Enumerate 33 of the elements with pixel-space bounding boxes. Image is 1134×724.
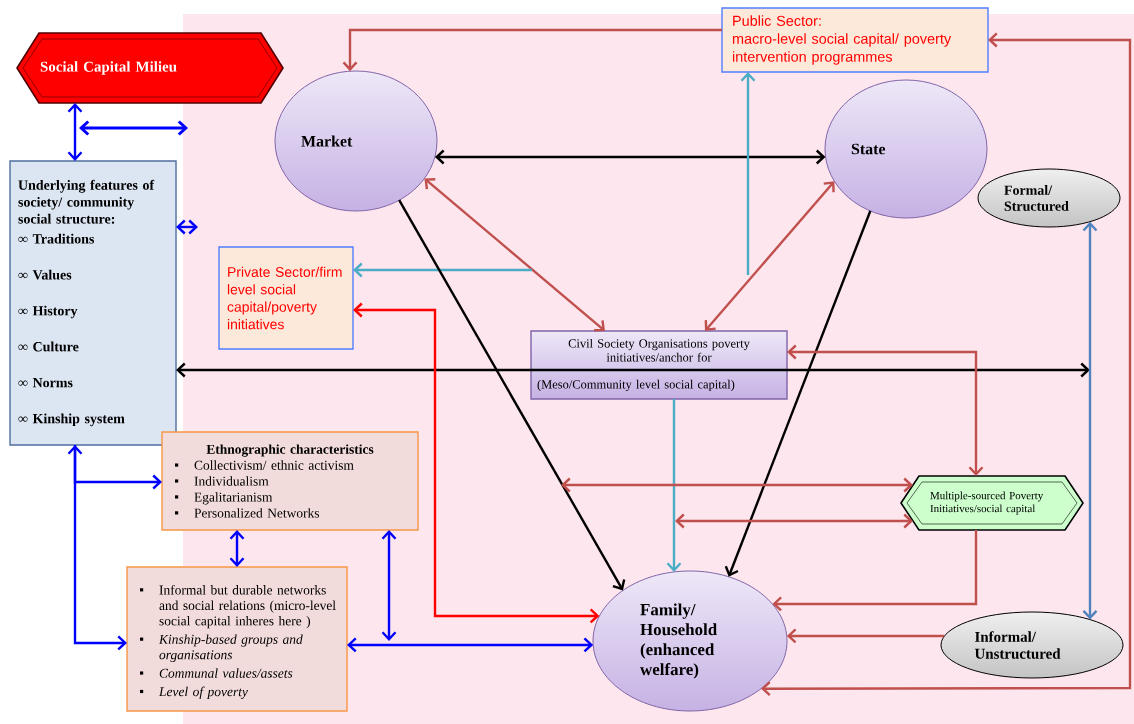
arrow xyxy=(176,219,198,235)
arrow xyxy=(67,103,83,161)
arrow xyxy=(229,530,245,567)
arrow xyxy=(787,344,984,476)
arrow xyxy=(434,149,826,165)
arrow xyxy=(381,530,397,641)
arrow xyxy=(424,178,605,332)
arrow xyxy=(740,72,756,275)
text-box: Public Sector: macro-level social capital/ poverty intervention programmes xyxy=(721,7,989,73)
arrow xyxy=(675,513,913,529)
arrow xyxy=(398,199,626,591)
arrow xyxy=(786,628,945,644)
arrow xyxy=(67,445,162,490)
arrow xyxy=(347,637,594,653)
arrow xyxy=(772,530,978,612)
arrow xyxy=(724,210,872,577)
arrow xyxy=(353,262,532,278)
arrow xyxy=(761,32,1132,697)
arrow xyxy=(176,362,1090,378)
arrow xyxy=(342,28,722,72)
arrow xyxy=(704,181,835,331)
text-box: Private Sector/firm level social capital/poverty initiatives xyxy=(218,246,354,350)
arrow xyxy=(1082,221,1098,620)
hexagon-banner: Social Capital Milieu xyxy=(16,32,284,104)
feature-box: Underlying features of society/ community social structure: ∞ Traditions ∞ Values ∞ History ∞ Culture ∞ Norms ∞ Kinship system xyxy=(9,160,177,446)
arrow xyxy=(666,399,682,572)
arrow xyxy=(353,302,600,624)
arrow xyxy=(561,477,913,493)
arrow xyxy=(73,445,127,651)
process-box: Civil Society Organisations poverty initiatives/anchor for (Meso/Community level social capital) xyxy=(530,330,788,400)
hexagon-node: Multiple-sourced Poverty Initiatives/social capital xyxy=(900,475,1084,531)
text-box: Informal but durable networks and social relations (micro-level social capital inheres here ) Kinship-based groups and organisations Communal values/assets Level of poverty xyxy=(126,566,348,712)
text-box: Ethnographic characteristics Collectivism/ ethnic activism Individualism Egalitarianism Personalized Networks xyxy=(161,431,419,531)
